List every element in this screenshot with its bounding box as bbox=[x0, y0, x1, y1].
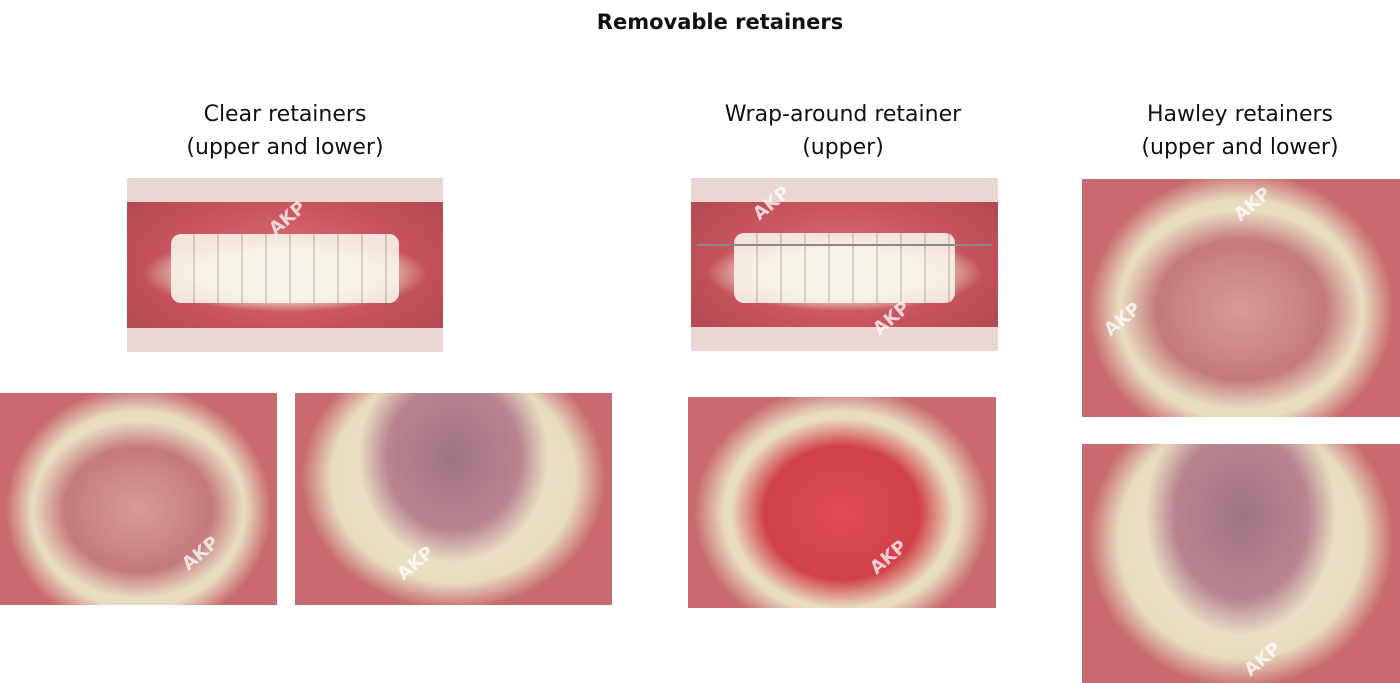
watermark-logo: AKP bbox=[1230, 183, 1276, 226]
clear-retainer-frontal-photo: AKP bbox=[127, 178, 443, 352]
heading-line: Wrap-around retainer bbox=[724, 102, 962, 127]
wrap-around-heading: Wrap-around retainer (upper) bbox=[693, 98, 993, 164]
watermark-logo: AKP bbox=[1100, 298, 1146, 341]
slide-title: Removable retainers bbox=[596, 10, 844, 34]
watermark-logo: AKP bbox=[1240, 638, 1286, 681]
wrap-around-upper-occlusal-photo: AKP bbox=[688, 397, 996, 608]
watermark-logo: AKP bbox=[393, 542, 439, 585]
hawley-lower-occlusal-photo: AKP bbox=[1082, 444, 1400, 683]
clear-retainer-lower-occlusal-photo: AKP bbox=[295, 393, 612, 605]
heading-line: (upper and lower) bbox=[1141, 135, 1339, 160]
heading-line: Hawley retainers bbox=[1147, 102, 1333, 127]
heading-line: Clear retainers bbox=[203, 102, 367, 127]
clear-retainer-upper-occlusal-photo: AKP bbox=[0, 393, 277, 605]
watermark-logo: AKP bbox=[866, 536, 912, 579]
watermark-logo: AKP bbox=[178, 532, 224, 575]
hawley-upper-occlusal-photo: AKP AKP bbox=[1082, 179, 1400, 417]
heading-line: (upper and lower) bbox=[186, 135, 384, 160]
wrap-around-frontal-photo: AKP AKP bbox=[691, 178, 998, 351]
clear-retainers-heading: Clear retainers (upper and lower) bbox=[135, 98, 435, 164]
hawley-heading: Hawley retainers (upper and lower) bbox=[1090, 98, 1390, 164]
heading-line: (upper) bbox=[802, 135, 884, 160]
